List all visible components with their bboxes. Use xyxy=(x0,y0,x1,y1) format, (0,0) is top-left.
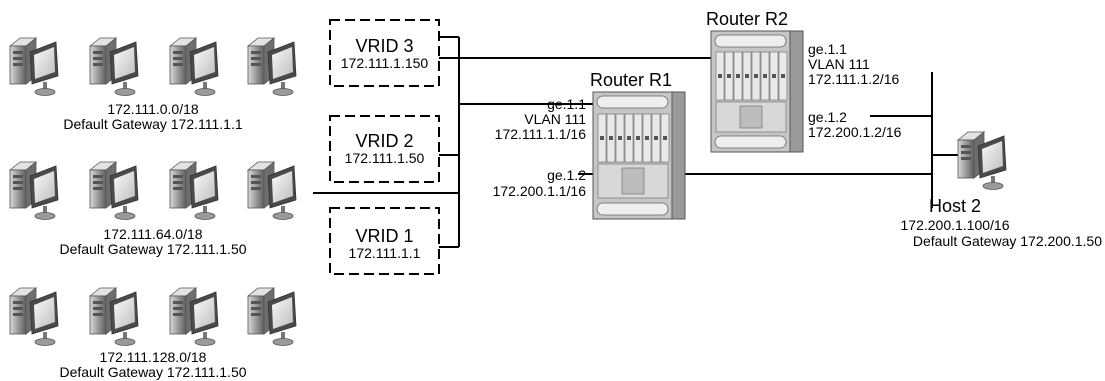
router-r2-title: Router R2 xyxy=(706,9,788,29)
computer-icon xyxy=(10,38,58,96)
host-group-2-subnet: 172.111.64.0/18 xyxy=(0,227,306,242)
router-r2-port2-ip: 172.200.1.2/16 xyxy=(808,125,901,140)
host-group-2-computers xyxy=(10,162,296,220)
host-2-gateway: Default Gateway 172.200.1.50 xyxy=(855,234,1102,249)
router-r2-port1-vlan: VLAN 111 xyxy=(808,57,870,72)
computer-icon xyxy=(90,162,138,220)
vrid-1-ip: 172.111.1.1 xyxy=(330,246,439,261)
host-group-2-gateway: Default Gateway 172.111.1.50 xyxy=(0,242,306,257)
host-2-computer-icon xyxy=(958,132,1006,190)
router-r1-port1-ip: 172.111.1.1/16 xyxy=(460,127,586,142)
computer-icon xyxy=(10,162,58,220)
vrid-3-name: VRID 3 xyxy=(330,36,439,56)
host-group-3-gateway: Default Gateway 172.111.1.50 xyxy=(0,365,306,380)
router-r1-title: Router R1 xyxy=(590,70,672,90)
computer-icon xyxy=(90,38,138,96)
router-r1-port1-name: ge.1.1 xyxy=(460,97,586,112)
host-group-3-computers xyxy=(10,288,296,346)
computer-icon xyxy=(170,38,218,96)
host-group-1-gateway: Default Gateway 172.111.1.1 xyxy=(0,117,306,132)
computer-icon xyxy=(248,288,296,346)
router-r1-port2-name: ge.1.2 xyxy=(460,168,586,183)
router-r2-port1-name: ge.1.1 xyxy=(808,42,847,57)
host-2-title: Host 2 xyxy=(900,196,1010,216)
computer-icon xyxy=(170,162,218,220)
computer-icon xyxy=(248,162,296,220)
computer-icon xyxy=(10,288,58,346)
vrid-2-name: VRID 2 xyxy=(330,131,439,151)
host-group-1-subnet: 172.111.0.0/18 xyxy=(0,102,306,117)
router-r1-chassis xyxy=(593,92,685,219)
host-group-3-subnet: 172.111.128.0/18 xyxy=(0,350,306,365)
router-r2-port1-ip: 172.111.1.2/16 xyxy=(808,72,899,87)
router-r1-port2-ip: 172.200.1.1/16 xyxy=(460,184,586,199)
host-2-ip: 172.200.1.100/16 xyxy=(860,218,1050,233)
vrid-2-ip: 172.111.1.50 xyxy=(330,151,439,166)
vrid-3-ip: 172.111.1.150 xyxy=(330,56,439,71)
computer-icon xyxy=(170,288,218,346)
router-r2-chassis xyxy=(711,31,803,152)
vrid-1-name: VRID 1 xyxy=(330,226,439,246)
computer-icon xyxy=(90,288,138,346)
router-r1-port1-vlan: VLAN 111 xyxy=(460,112,586,127)
computer-icon xyxy=(248,38,296,96)
router-r2-port2-name: ge.1.2 xyxy=(808,110,847,125)
host-group-1-computers xyxy=(10,38,296,96)
